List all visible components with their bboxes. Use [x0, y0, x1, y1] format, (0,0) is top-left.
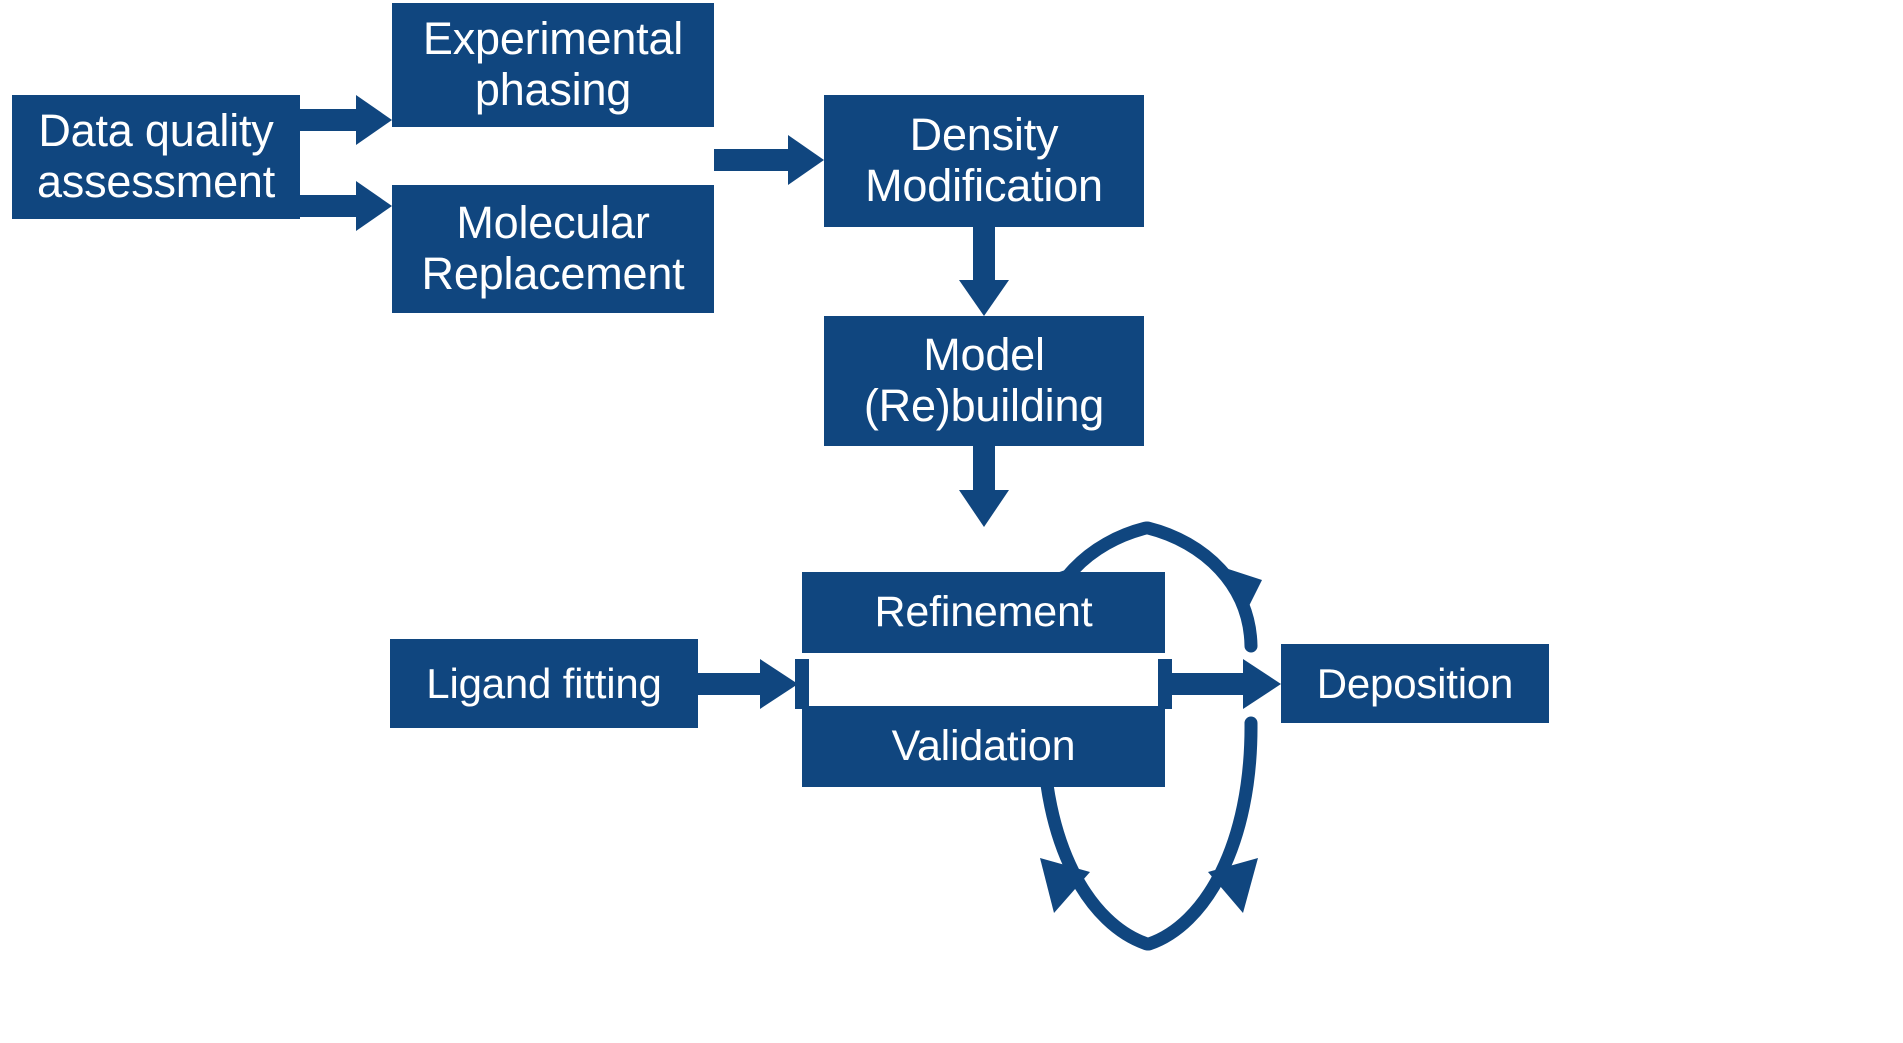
node-model-rebuilding[interactable]: Model (Re)building [824, 316, 1144, 446]
node-label: Molecular Replacement [421, 197, 685, 299]
node-label: Ligand fitting [426, 659, 662, 707]
node-label: Data quality assessment [36, 105, 276, 207]
cycle-gap-stub-left [795, 659, 809, 709]
node-deposition[interactable]: Deposition [1281, 644, 1549, 723]
arrow-ligand-to-cycle [698, 659, 798, 709]
arrow-quality-to-mr [300, 181, 392, 231]
node-density-modification[interactable]: Density Modification [824, 95, 1144, 227]
node-ligand-fitting[interactable]: Ligand fitting [390, 639, 698, 728]
node-label: Model (Re)building [863, 329, 1105, 431]
node-label: Validation [891, 722, 1076, 771]
node-validation[interactable]: Validation [802, 706, 1165, 787]
node-label: Refinement [874, 588, 1093, 637]
node-label: Deposition [1316, 659, 1514, 707]
node-refinement[interactable]: Refinement [802, 572, 1165, 653]
arrow-phasing-to-density [714, 135, 824, 185]
cycle-arc-bottom-right [1142, 716, 1258, 951]
node-molecular-replacement[interactable]: Molecular Replacement [392, 185, 714, 313]
cycle-arc-top-right [1141, 521, 1262, 653]
arrow-quality-to-phasing [300, 95, 392, 145]
arrow-cycle-to-deposition [1165, 659, 1281, 709]
arrow-density-to-model [959, 227, 1009, 316]
node-experimental-phasing[interactable]: Experimental phasing [392, 3, 714, 127]
cycle-gap-stub-right [1158, 659, 1172, 709]
node-label: Experimental phasing [422, 13, 684, 115]
node-data-quality-assessment[interactable]: Data quality assessment [12, 95, 300, 219]
node-label: Density Modification [865, 109, 1103, 211]
arrow-model-to-cycle [959, 446, 1009, 527]
